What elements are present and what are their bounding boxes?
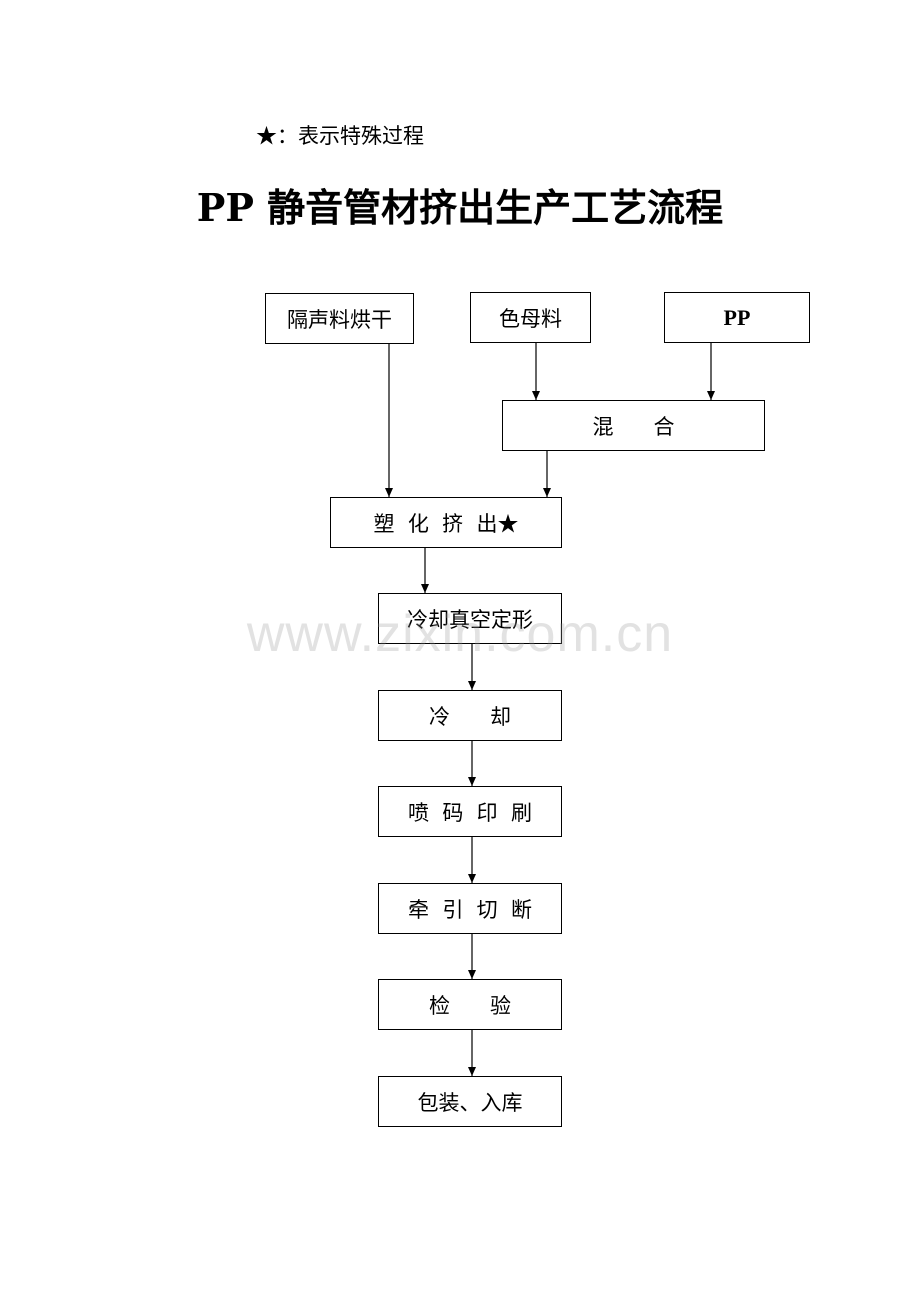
- node-masterbatch: 色母料: [470, 292, 591, 343]
- legend-special-process: ★：表示特殊过程: [256, 124, 424, 148]
- node-pp: PP: [664, 292, 810, 343]
- node-inkjet-printing: 喷 码 印 刷: [378, 786, 562, 837]
- page-title: PP 静音管材挤出生产工艺流程: [196, 185, 724, 230]
- node-haul-off-cutting: 牵 引 切 断: [378, 883, 562, 934]
- node-mixing: 混 合: [502, 400, 765, 451]
- node-vacuum-sizing: 冷却真空定形: [378, 593, 562, 644]
- node-drying: 隔声料烘干: [265, 293, 414, 344]
- node-inspection: 检 验: [378, 979, 562, 1030]
- node-cooling: 冷 却: [378, 690, 562, 741]
- node-packaging-storage: 包装、入库: [378, 1076, 562, 1127]
- node-plasticize-extrude: 塑 化 挤 出★: [330, 497, 562, 548]
